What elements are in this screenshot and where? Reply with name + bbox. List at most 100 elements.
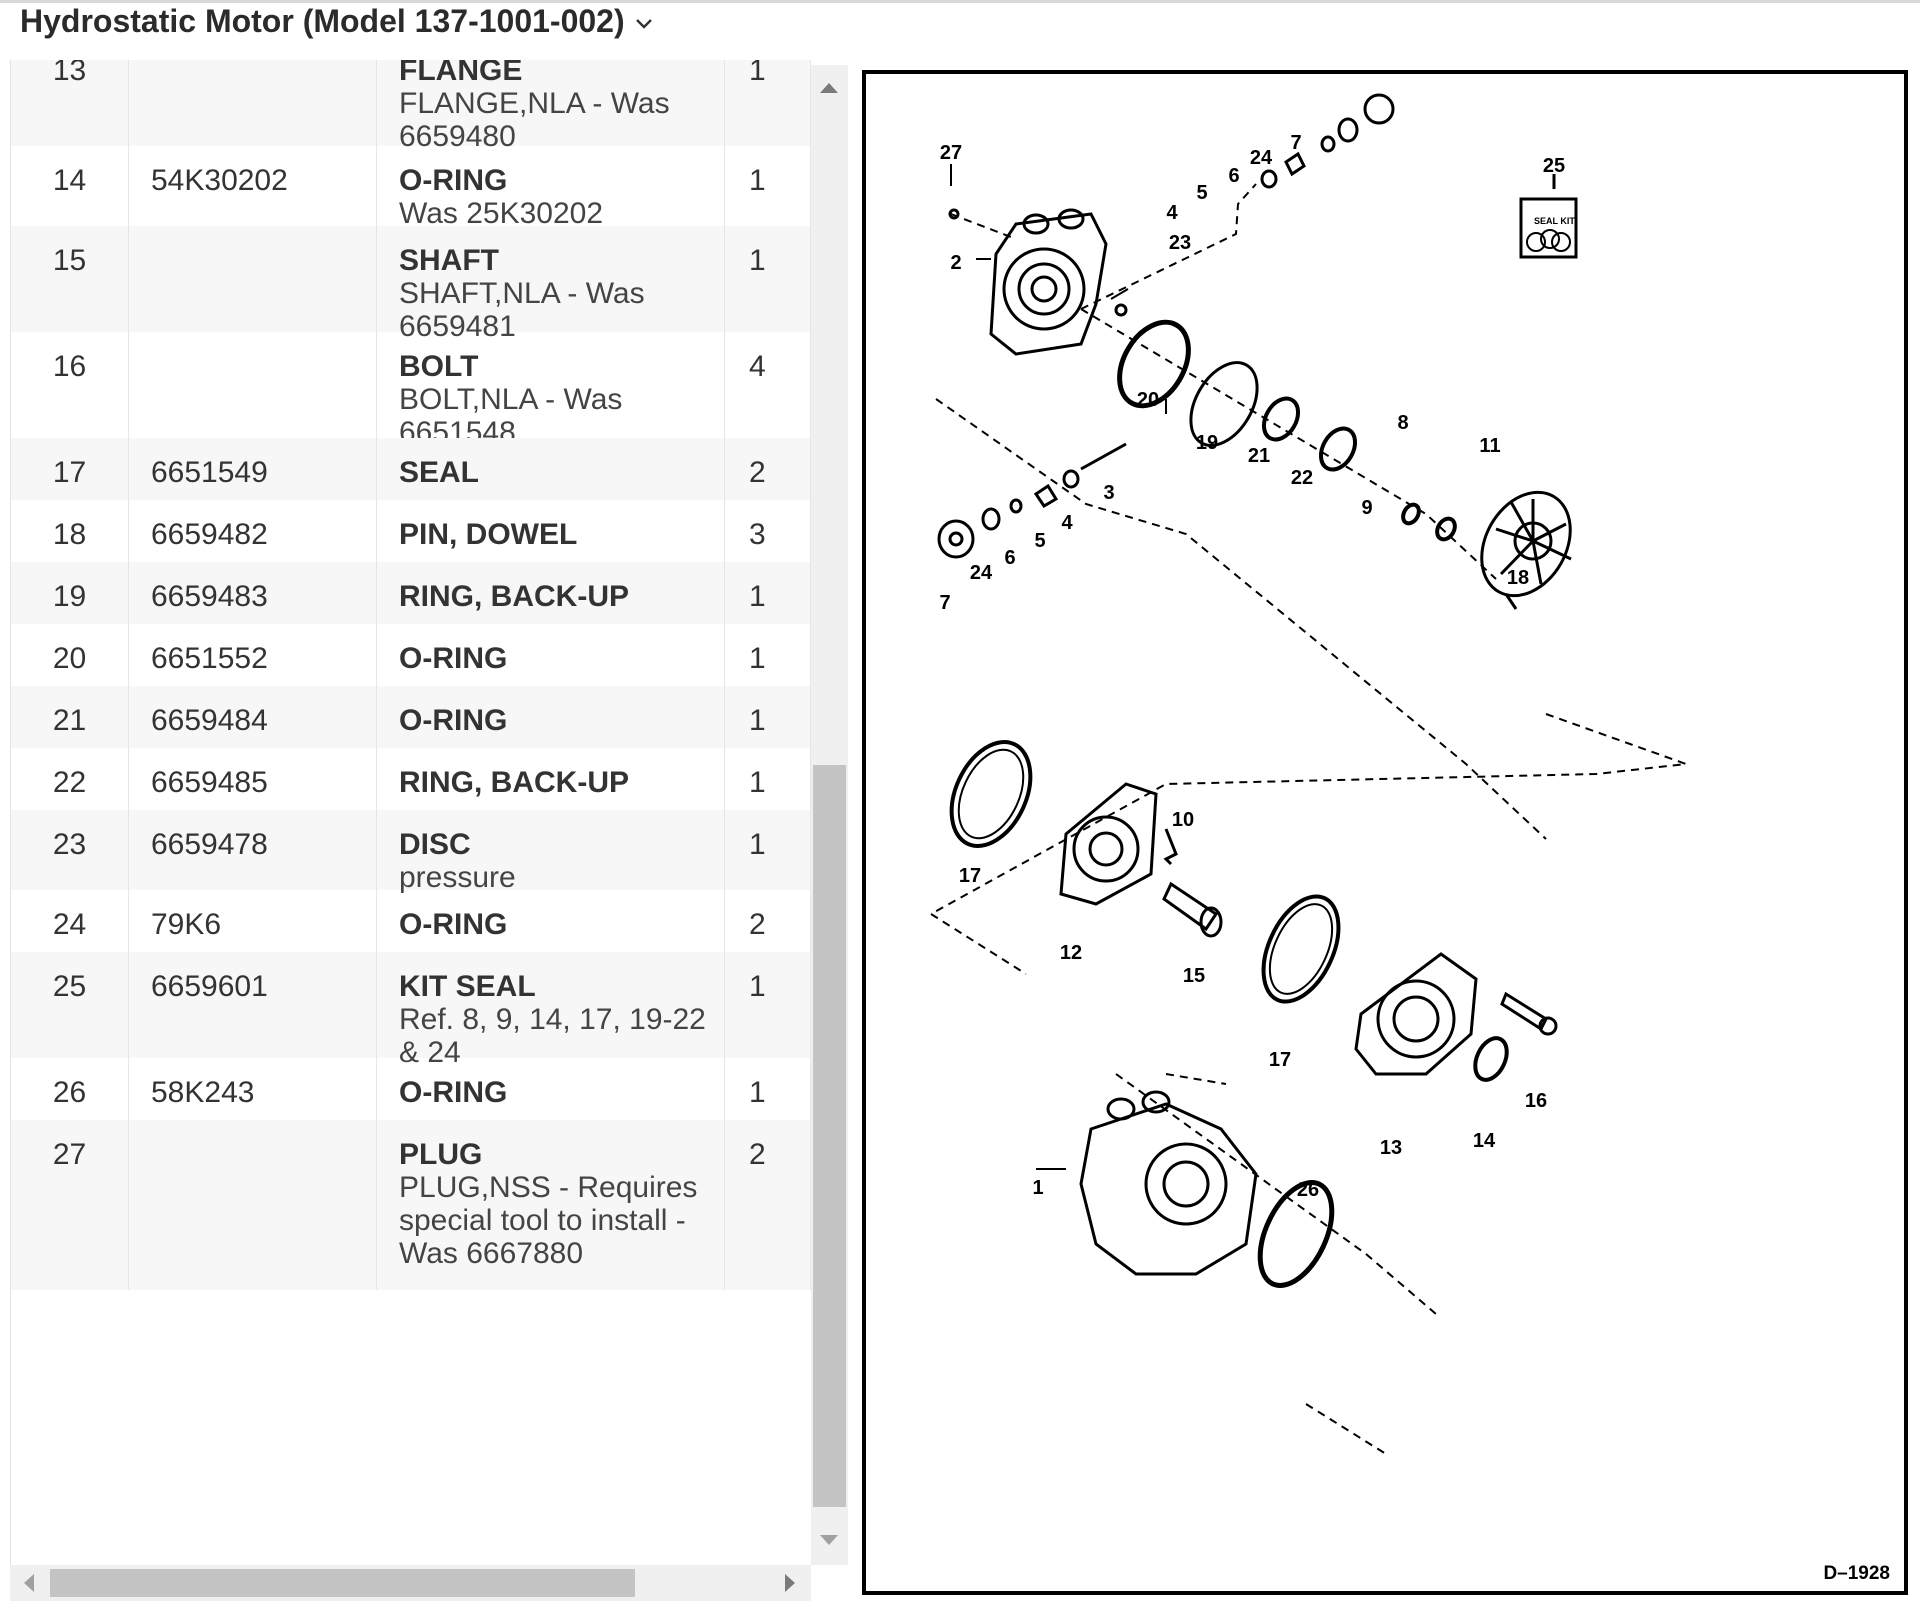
diagram-callout: 26 <box>1297 1179 1319 1201</box>
part-number-ref: 19 <box>11 562 129 624</box>
diagram-callout: 23 <box>1169 232 1191 254</box>
part-description: RING, BACK-UP <box>377 562 725 624</box>
part-number-ref: 23 <box>11 810 129 890</box>
diagram-callout: 10 <box>1172 809 1194 831</box>
part-note: PLUG,NSS - Requires special tool to inst… <box>399 1171 698 1270</box>
part-name: RING, BACK-UP <box>399 766 629 799</box>
part-number-ref: 15 <box>11 226 129 332</box>
part-quantity: 1 <box>725 686 811 748</box>
diagram-callout: 4 <box>1061 512 1073 534</box>
diagram-callout: 17 <box>959 865 981 887</box>
diagram-callout: 13 <box>1380 1137 1402 1159</box>
part-description: O-RING <box>377 890 725 952</box>
part-quantity: 1 <box>725 810 811 890</box>
diagram-callout: 2 <box>950 252 961 274</box>
part-number <box>129 1120 377 1290</box>
horizontal-scroll-thumb[interactable] <box>50 1569 635 1597</box>
scroll-right-arrow-icon[interactable] <box>785 1574 795 1592</box>
model-selector[interactable]: Hydrostatic Motor (Model 137-1001-002) <box>20 3 653 40</box>
part-number: 6659482 <box>129 500 377 562</box>
diagram-callout: 25 <box>1543 155 1565 177</box>
part-number-ref: 18 <box>11 500 129 562</box>
part-name: FLANGE <box>399 60 523 87</box>
diagram-callout: 18 <box>1507 567 1529 589</box>
part-note: pressure <box>399 861 516 894</box>
part-number: 6659484 <box>129 686 377 748</box>
part-quantity: 1 <box>725 748 811 810</box>
diagram-callout: 1 <box>1032 1177 1043 1199</box>
chevron-down-icon[interactable] <box>635 18 653 30</box>
diagram-callout: 12 <box>1060 942 1082 964</box>
diagram-reference: D–1928 <box>1823 1563 1890 1584</box>
part-name: BOLT <box>399 350 479 383</box>
part-quantity: 1 <box>725 1058 811 1120</box>
vertical-scroll-thumb[interactable] <box>813 765 846 1507</box>
diagram-callout: 16 <box>1525 1090 1547 1112</box>
part-number: 6659478 <box>129 810 377 890</box>
diagram-callout: 6 <box>1228 165 1239 187</box>
part-quantity: 4 <box>725 332 811 438</box>
part-number: 54K30202 <box>129 146 377 226</box>
scroll-up-arrow-icon[interactable] <box>820 83 838 93</box>
part-number <box>129 60 377 146</box>
diagram-callout: 6 <box>1004 547 1015 569</box>
diagram-callout: 11 <box>1479 435 1500 457</box>
vertical-scrollbar[interactable] <box>811 65 848 1565</box>
part-number: 6659601 <box>129 952 377 1058</box>
diagram-callout: 15 <box>1183 965 1205 987</box>
diagram-callout: 19 <box>1196 432 1218 454</box>
diagram-callout: 21 <box>1248 445 1270 467</box>
part-quantity: 1 <box>725 624 811 686</box>
part-number: 58K243 <box>129 1058 377 1120</box>
part-note: Was 25K30202 <box>399 197 604 230</box>
part-note: FLANGE,NLA - Was 6659480 <box>399 87 670 153</box>
scroll-down-arrow-icon[interactable] <box>820 1535 838 1545</box>
horizontal-scrollbar[interactable] <box>10 1565 811 1601</box>
seal-kit-label: SEAL KIT <box>1534 216 1575 226</box>
diagram-callout: 7 <box>939 592 950 614</box>
part-number: 6651549 <box>129 438 377 500</box>
part-quantity: 1 <box>725 226 811 332</box>
part-number-ref: 22 <box>11 748 129 810</box>
part-number-ref: 16 <box>11 332 129 438</box>
scroll-left-arrow-icon[interactable] <box>24 1574 34 1592</box>
part-number-ref: 14 <box>11 146 129 226</box>
diagram-callout: 27 <box>940 142 962 164</box>
part-quantity: 1 <box>725 60 811 146</box>
part-number-ref: 17 <box>11 438 129 500</box>
part-description: O-RING <box>377 1058 725 1120</box>
diagram-callout: 20 <box>1137 389 1159 411</box>
part-description: SEAL <box>377 438 725 500</box>
diagram-callout: 9 <box>1361 497 1372 519</box>
diagram-callout: 5 <box>1196 182 1207 204</box>
part-description: RING, BACK-UP <box>377 748 725 810</box>
part-name: SHAFT <box>399 244 499 277</box>
part-name: SEAL <box>399 456 480 489</box>
part-quantity: 1 <box>725 952 811 1058</box>
diagram-callout: 24 <box>1250 147 1273 169</box>
part-number: 6659485 <box>129 748 377 810</box>
